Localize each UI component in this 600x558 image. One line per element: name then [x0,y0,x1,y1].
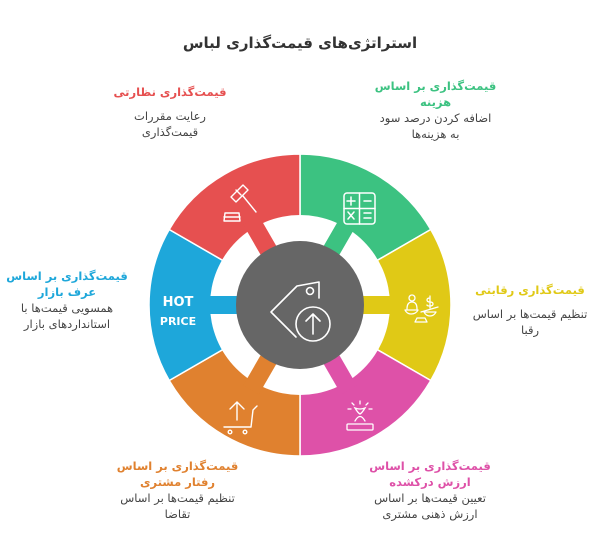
desc-cost-1: اضافه کردن درصد سود [379,111,492,125]
spotlight-icon [346,400,374,431]
label-regulatory: قیمت‌گذاری نظارتی رعایت مقررات قیمت‌گذار… [95,84,245,140]
heading-cost-1: قیمت‌گذاری بر اساس [374,79,497,93]
desc-competitive-1: تنظیم قیمت‌ها بر اساس [472,307,588,321]
label-market: قیمت‌گذاری بر اساس عرف بازار همسویی قیمت… [2,268,132,332]
desc-market-2: استانداردهای بازار [23,317,111,331]
svg-text:PRICE: PRICE [160,315,196,328]
heading-perceived-1: قیمت‌گذاری بر اساس [369,459,491,473]
desc-behavior-1: تنظیم قیمت‌ها بر اساس [120,491,235,505]
label-cost: قیمت‌گذاری بر اساس هزینه اضافه کردن درصد… [363,78,508,142]
center-circle [236,241,364,369]
label-competitive: قیمت‌گذاری رقابتی تنظیم قیمت‌ها بر اساس … [465,282,595,338]
desc-cost-2: به هزینه‌ها [411,127,460,141]
desc-market-1: همسویی قیمت‌ها با [20,301,114,315]
heading-market-1: قیمت‌گذاری بر اساس [6,269,128,283]
heading-market-2: عرف بازار [37,285,97,299]
balance-scale-dollar-icon [404,294,439,323]
label-behavior: قیمت‌گذاری بر اساس رفتار مشتری تنظیم قیم… [105,458,250,522]
heading-behavior-1: قیمت‌گذاری بر اساس [116,459,239,473]
label-perceived: قیمت‌گذاری بر اساس ارزش درکشده تعیین قیم… [355,458,505,522]
desc-regulatory-1: رعایت مقررات [134,109,206,123]
svg-text:HOT: HOT [163,295,194,310]
diagram-title: استراتژی‌های قیمت‌گذاری لباس [182,34,418,52]
heading-perceived-2: ارزش درکشده [389,475,471,489]
heading-regulatory: قیمت‌گذاری نظارتی [113,85,227,99]
desc-perceived-2: ارزش ذهنی مشتری [382,507,478,521]
heading-competitive: قیمت‌گذاری رقابتی [475,283,585,297]
desc-perceived-1: تعیین قیمت‌ها بر اساس [374,491,486,505]
gavel-icon [223,184,257,222]
heading-behavior-2: رفتار مشتری [140,475,215,489]
price-tag-up-icon [270,281,331,342]
desc-competitive-2: رقبا [520,323,540,337]
spokes [202,215,398,395]
heading-cost-2: هزینه [419,95,452,109]
desc-behavior-2: تقاضا [164,507,191,521]
calculator-icon [343,192,376,225]
desc-regulatory-2: قیمت‌گذاری [141,125,199,139]
cart-up-icon [223,401,258,435]
hot-price-icon: HOT PRICE [160,295,196,328]
